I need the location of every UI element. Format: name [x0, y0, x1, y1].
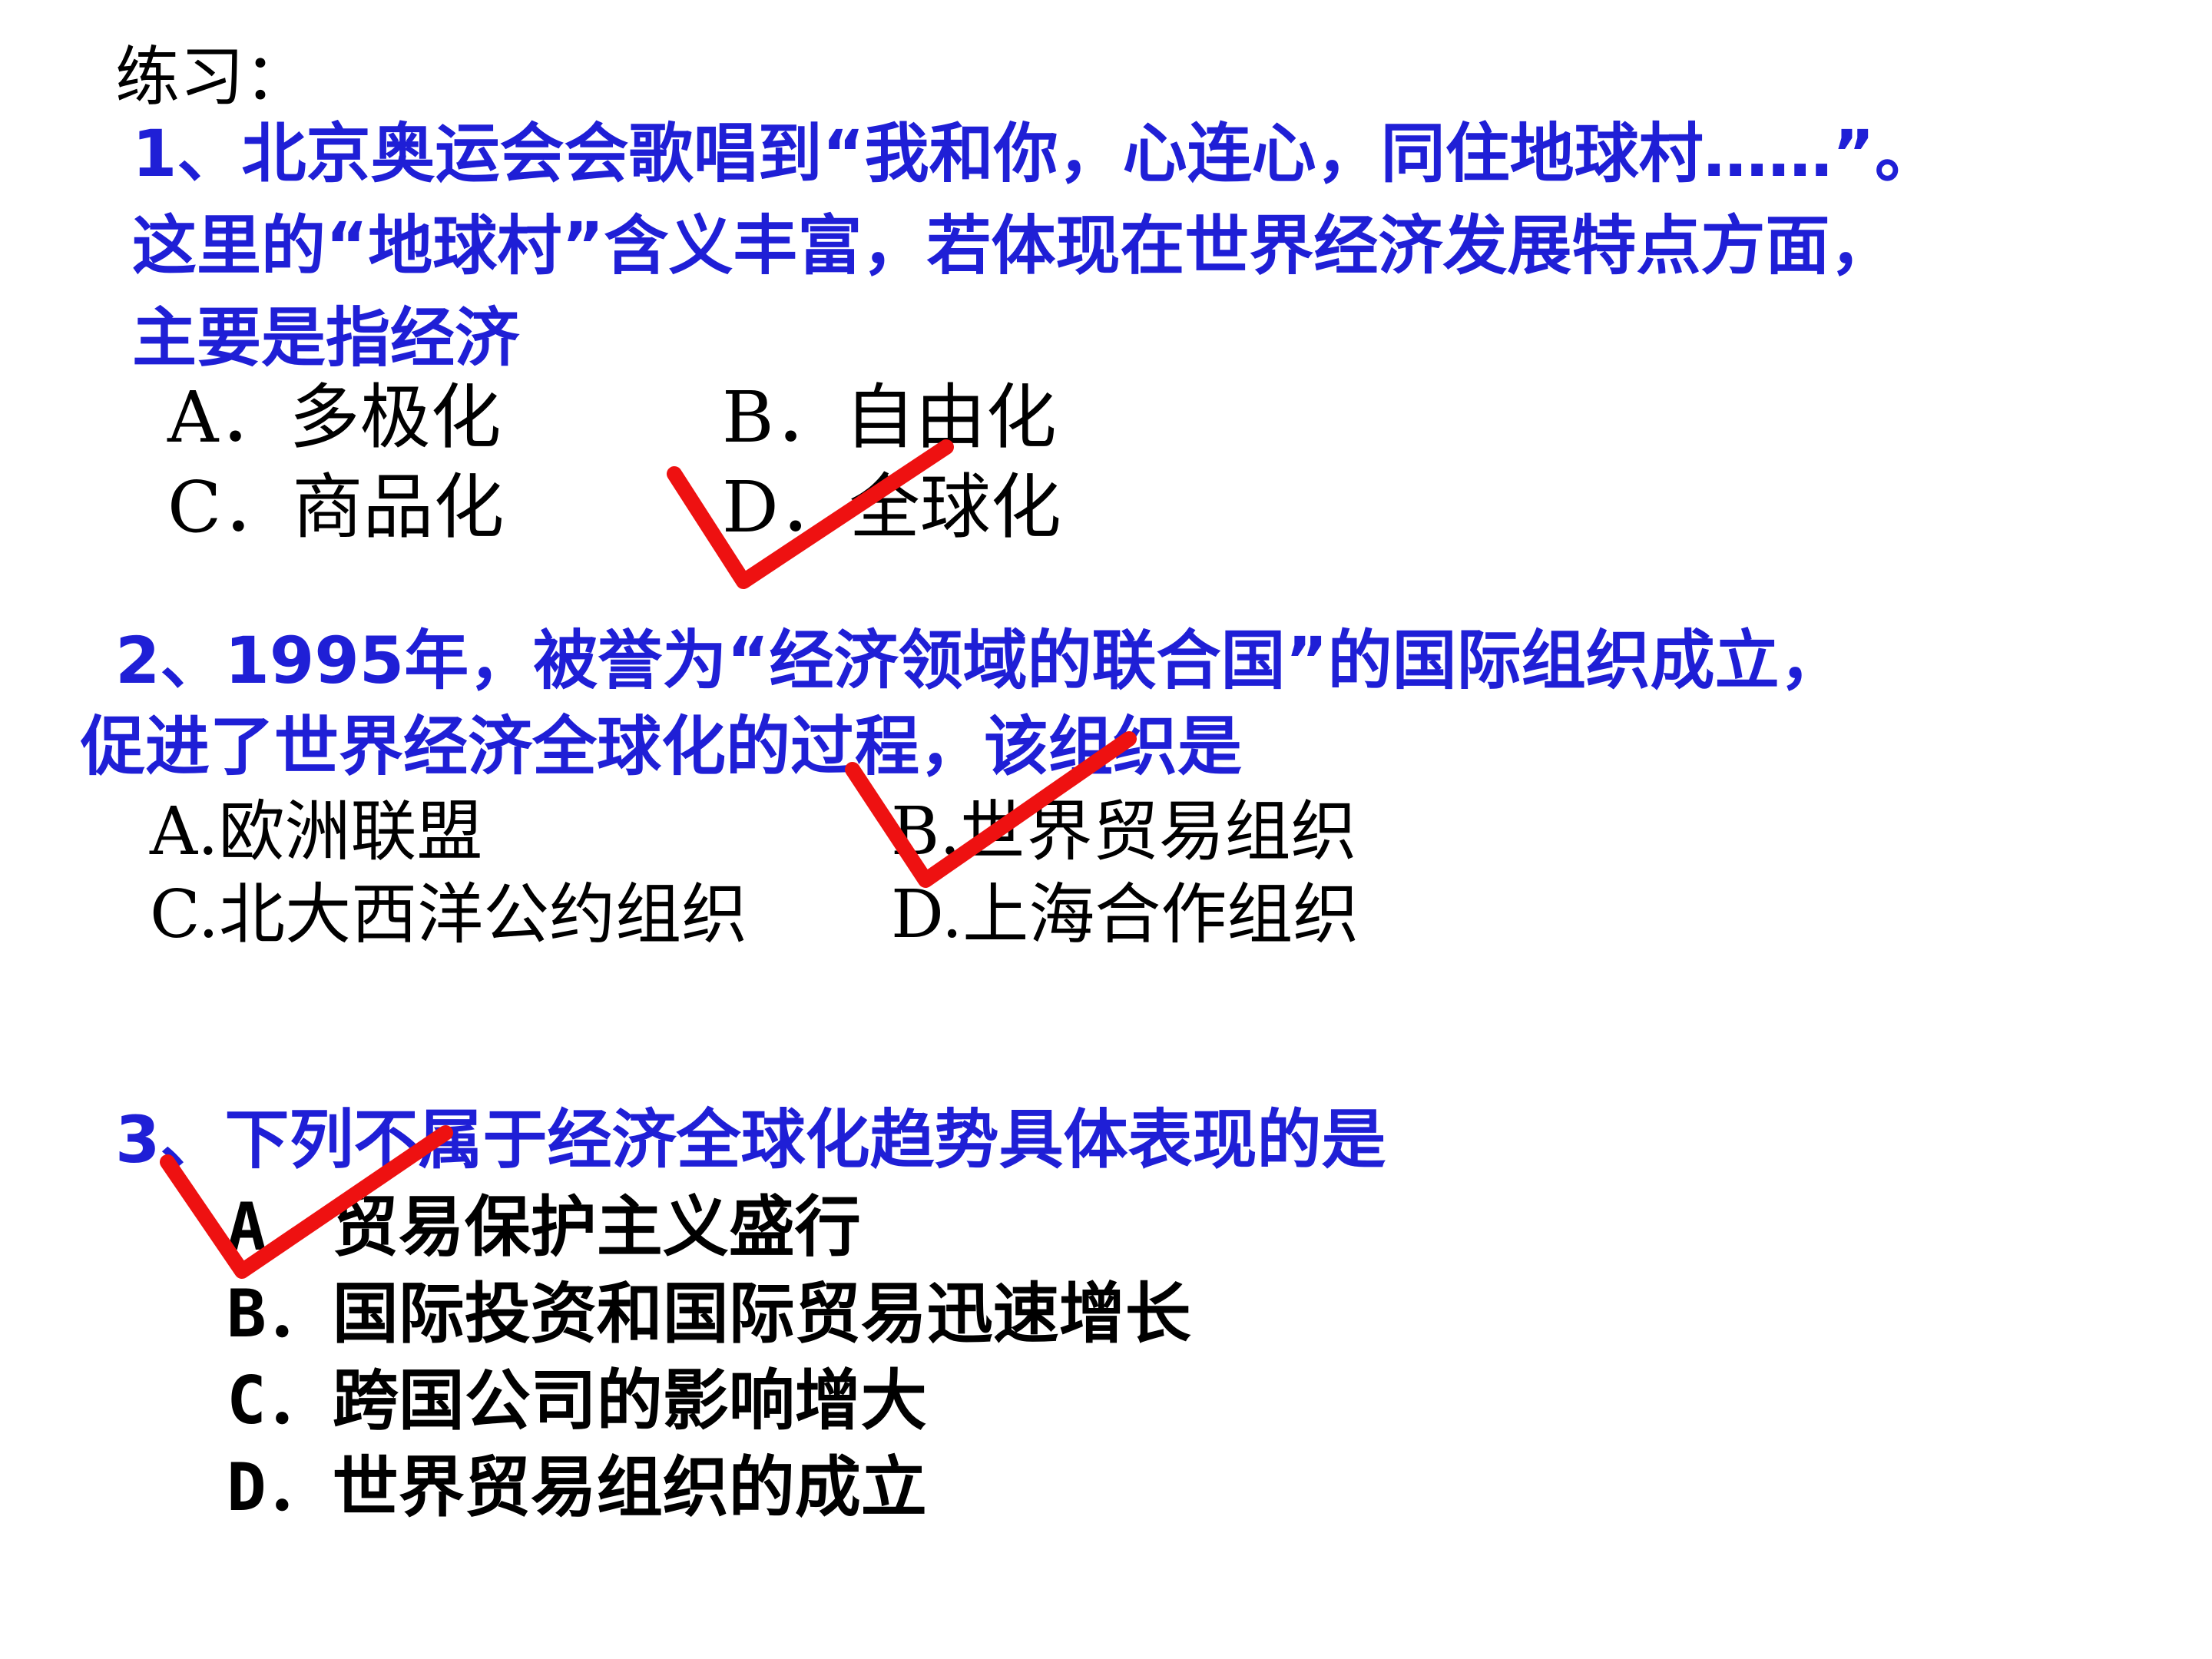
question-3-option-d: D．世界贸易组织的成立	[227, 1449, 927, 1526]
question-2-option-b: B.世界贸易组织	[891, 793, 1357, 870]
slide-title: 练习：	[115, 39, 310, 114]
question-3-option-c: C．跨国公司的影响增大	[227, 1363, 927, 1439]
question-3-option-a: A．贸易保护主义盛行	[227, 1189, 861, 1266]
question-2-line-2: 促进了世界经济全球化的过程，该组织是	[81, 709, 1243, 784]
question-1-option-b: B．自由化	[722, 376, 1057, 459]
question-2-line-1: 2、1995年，被誉为“经济领域的联合国”的国际组织成立，	[115, 623, 1844, 698]
question-1-option-c: C．商品化	[167, 466, 505, 548]
question-2-option-c: C.北大西洋公约组织	[150, 876, 748, 953]
question-1-option-d: D．全球化	[722, 466, 1061, 548]
question-1-line-2: 这里的“地球村”含义丰富，若体现在世界经济发展特点方面，	[132, 208, 1895, 283]
question-2-option-d: D.上海合作组织	[891, 876, 1359, 953]
question-2-option-a: A.欧洲联盟	[150, 793, 483, 870]
question-3-line-1: 3、下列不属于经济全球化趋势具体表现的是	[115, 1102, 1386, 1177]
question-1-line-3: 主要是指经济	[132, 300, 520, 376]
question-3-option-b: B．国际投资和国际贸易迅速增长	[227, 1276, 1191, 1353]
question-1-option-a: A．多极化	[167, 376, 502, 459]
question-1-line-1: 1、北京奥运会会歌唱到“我和你，心连心，同住地球村……”。	[132, 116, 1939, 191]
